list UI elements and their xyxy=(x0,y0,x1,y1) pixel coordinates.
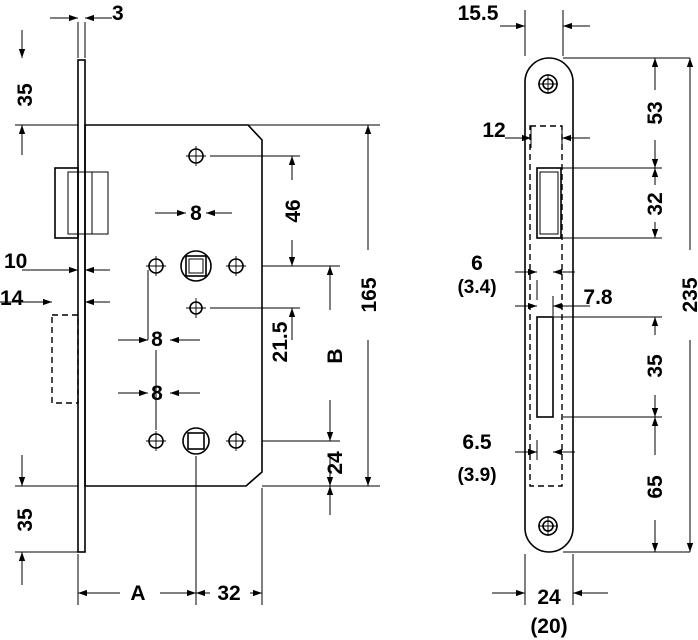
dim-bottom-to-bolt: 65 xyxy=(644,475,667,499)
dim-top-hole-spacing: 46 xyxy=(282,199,305,222)
deadbolt-opening xyxy=(536,316,554,418)
dim-hole-offset: 21.5 xyxy=(269,321,292,362)
faceplate xyxy=(77,59,86,553)
dim-backset: A xyxy=(130,582,145,605)
dim-lower-offset-alt: (3.9) xyxy=(457,465,496,486)
dim-bottom-offset: 35 xyxy=(14,508,37,532)
dim-lower-distance: 24 xyxy=(324,451,347,475)
cylinder-square xyxy=(182,427,210,455)
bottom-screw-hole xyxy=(538,516,558,536)
dim-latch-setback: 10 xyxy=(4,250,27,273)
dim-lower-offset: 6.5 xyxy=(462,431,492,454)
dim-plate-length: 235 xyxy=(679,277,698,312)
faceplate-front xyxy=(524,57,574,553)
dim-plate-edge: 15.5 xyxy=(458,2,499,25)
lock-body xyxy=(84,124,263,487)
dim-body-depth: 32 xyxy=(217,582,240,605)
dim-centre-distance: B xyxy=(324,348,347,363)
dim-top-to-latch: 53 xyxy=(644,101,667,124)
latch-bolt-inner xyxy=(67,171,109,235)
side-view: 3 35 10 14 35 8 8 8 46 21.5 B 24 165 A 3… xyxy=(0,2,381,605)
dim-bolt-width: 7.8 xyxy=(583,286,613,309)
dim-bolt-height: 35 xyxy=(644,354,667,378)
dim-body-height: 165 xyxy=(358,277,381,312)
dim-lower-square: 8 xyxy=(151,382,163,405)
top-screw-hole xyxy=(538,74,558,94)
fixing-holes xyxy=(146,146,246,451)
dim-center-hole-square: 8 xyxy=(151,328,163,351)
dim-faceplate-thickness: 3 xyxy=(112,2,124,25)
extension-lines xyxy=(0,22,380,605)
front-extension-lines xyxy=(524,10,690,605)
follower-square xyxy=(180,250,212,282)
dim-bolt-offset: 6 xyxy=(471,252,483,275)
dim-plate-width-alt: (20) xyxy=(530,615,567,638)
front-view: 15.5 12 6 (3.4) 7.8 6.5 (3.9) 53 32 35 6… xyxy=(457,2,698,638)
dim-latch-height: 32 xyxy=(644,192,667,215)
dim-deadbolt-setback: 14 xyxy=(0,287,24,310)
dim-bolt-offset-alt: (3.4) xyxy=(457,277,496,298)
dim-plate-width: 24 xyxy=(537,586,561,609)
deadbolt-dashed xyxy=(51,314,79,404)
latch-opening xyxy=(536,167,562,239)
dim-top-offset: 35 xyxy=(14,83,37,107)
dim-spindle-square: 8 xyxy=(190,202,202,225)
latch-bolt xyxy=(54,167,79,239)
dim-latch-width: 12 xyxy=(482,119,505,142)
